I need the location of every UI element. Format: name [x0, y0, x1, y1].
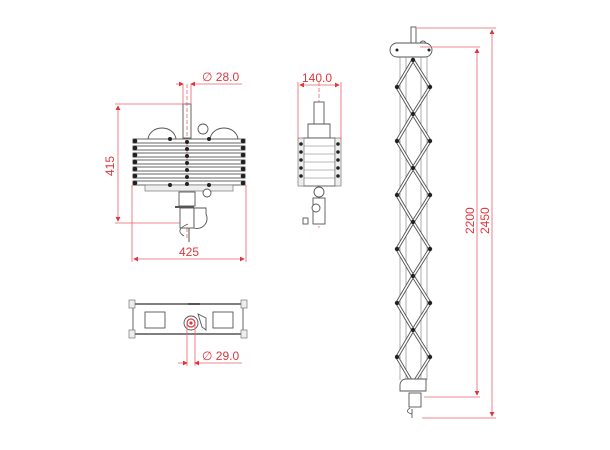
scissor-stack [132, 137, 246, 192]
dim-label-side-width: 140.0 [302, 71, 332, 85]
lock-knob [202, 188, 212, 198]
dimension-scissor-length: 2200 [420, 46, 480, 398]
extended-view: 2200 2450 [389, 26, 496, 419]
side-spigot [313, 101, 325, 125]
half-coupler [179, 207, 195, 229]
dim-label-height: 415 [103, 156, 117, 176]
pulley-right [209, 127, 239, 141]
bottom-pulley-right [212, 311, 234, 329]
dim-label-width: 425 [179, 245, 199, 259]
dim-label-total-length: 2450 [478, 207, 492, 234]
bottom-pulley-left [144, 311, 166, 329]
bottom-bracket [178, 191, 196, 207]
dim-label-scissor-length: 2200 [463, 207, 477, 234]
front-view: ∅ 28.0 415 425 [103, 70, 247, 262]
dim-label-spigot-diameter: ∅ 29.0 [202, 349, 239, 363]
bottom-view: ∅ 29.0 [128, 299, 248, 366]
dimension-pin-diameter: ∅ 28.0 [176, 70, 242, 104]
dim-label-pin-diameter: ∅ 28.0 [202, 70, 239, 84]
dimension-total-length: 2450 [417, 27, 496, 419]
pulley-left [147, 127, 177, 141]
dimension-spigot-diameter: ∅ 29.0 [178, 323, 242, 366]
eye-bolt [197, 123, 209, 135]
ext-bottom-clamp [408, 392, 422, 408]
ext-pins [394, 57, 433, 387]
dimension-side-width: 140.0 [297, 71, 342, 140]
dimension-height: 415 [103, 103, 185, 224]
side-gear-teeth [297, 137, 342, 187]
ext-top-head [389, 42, 433, 58]
dimension-width: 425 [131, 185, 247, 262]
ext-bottom-bracket [399, 378, 427, 392]
side-view: 140.0 [297, 71, 342, 228]
